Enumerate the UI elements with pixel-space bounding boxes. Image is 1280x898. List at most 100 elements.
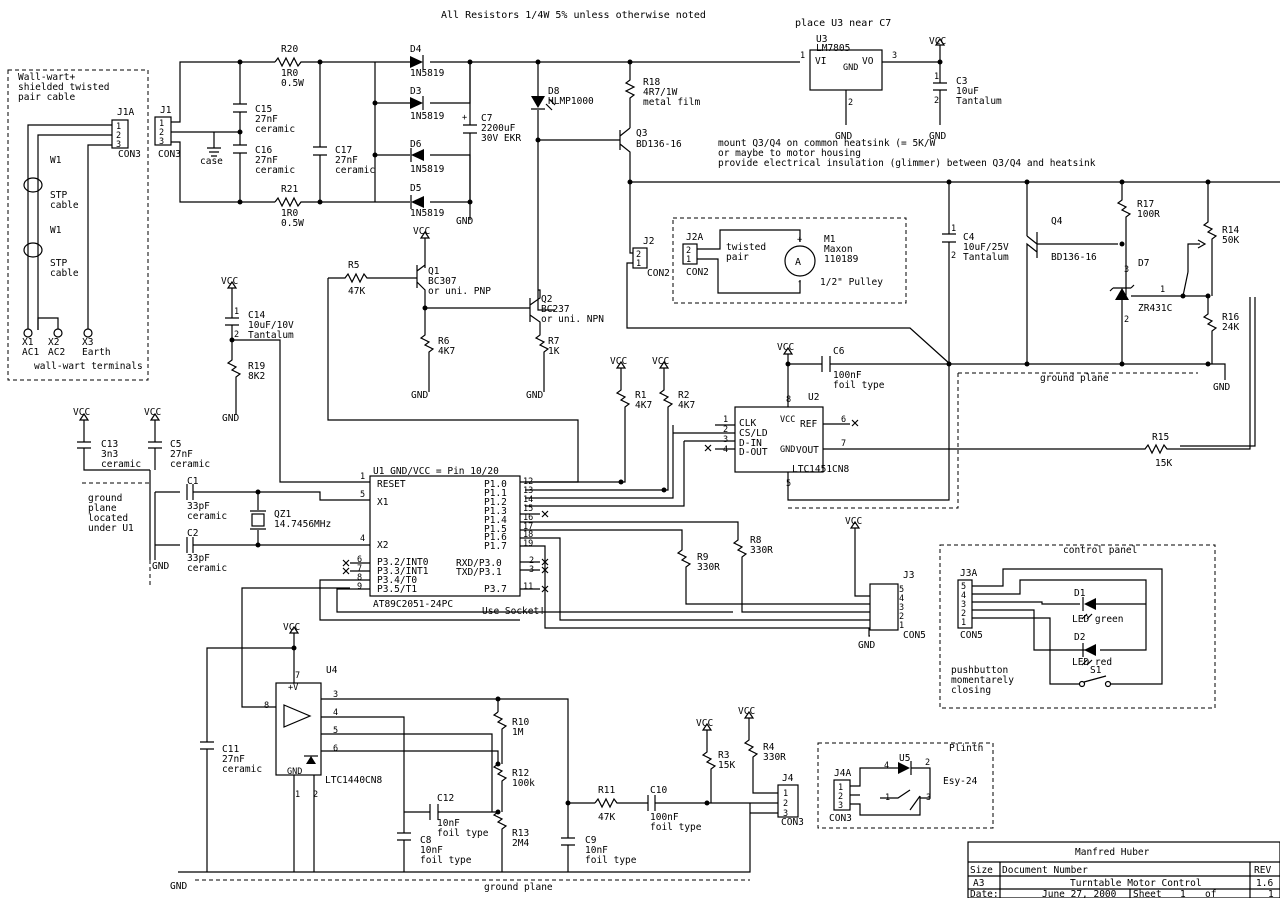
vcc-label-c13: VCC xyxy=(73,407,90,418)
r14-ref: R14 xyxy=(1222,225,1239,236)
gnd-label-r16: GND xyxy=(1213,382,1230,393)
j1a-ref: J1A xyxy=(117,107,134,118)
q1-part: BC307 xyxy=(428,276,457,287)
u1-pin-p16: P1.6 xyxy=(484,532,507,543)
u4-body xyxy=(275,682,322,776)
title-block-frame xyxy=(967,841,1280,898)
svg-text:1: 1 xyxy=(723,415,728,425)
q3-value: BD136-16 xyxy=(636,139,682,150)
c3-ref: C3 xyxy=(956,76,967,87)
j3-ref: J3 xyxy=(903,570,914,581)
r21-value: 1R0 xyxy=(281,208,298,219)
u4-ref: U4 xyxy=(326,665,338,676)
plinth-section: J4 123 CON3 Plinth J4A 123 CON3 U5 Esy-2… xyxy=(777,742,994,829)
j2a-type: CON2 xyxy=(686,267,709,278)
svg-text:1: 1 xyxy=(800,51,805,61)
r19-ref: R19 xyxy=(248,361,265,372)
c5-ref: C5 xyxy=(170,439,181,450)
gnd-label-j3: GND xyxy=(858,640,875,651)
svg-text:17: 17 xyxy=(523,522,533,532)
q3-ref: Q3 xyxy=(636,128,647,139)
d5-value: 1N5819 xyxy=(410,208,445,219)
svg-text:3: 3 xyxy=(116,140,121,150)
d8-ref: D8 xyxy=(548,86,560,97)
j4a-type: CON3 xyxy=(829,813,852,824)
c3-type: Tantalum xyxy=(956,96,1002,107)
r18-type: metal film xyxy=(643,97,700,108)
svg-text:2: 2 xyxy=(529,556,534,566)
svg-text:4: 4 xyxy=(961,591,966,601)
motor-symbol-label: A xyxy=(795,257,801,268)
wallwart-wires xyxy=(27,124,112,330)
u2-vcc: VCC xyxy=(780,415,795,425)
motor-driver-upper: D8 HLMP1000 R18 4R7/1W metal film Q3 BD1… xyxy=(531,59,1280,311)
svg-text:7: 7 xyxy=(295,671,300,681)
c14-ref: C14 xyxy=(248,310,265,321)
ground-plane-label-top: ground plane xyxy=(1040,373,1109,384)
svg-text:1: 1 xyxy=(360,472,365,482)
c14-value: 10uF/10V xyxy=(248,320,294,331)
u3-gnd: GND xyxy=(843,63,858,73)
u1-pin-x2: X2 xyxy=(377,540,388,551)
d2-value: LED red xyxy=(1072,657,1112,668)
d3-value: 1N5819 xyxy=(410,111,445,122)
u4-part: LTC1440CN8 xyxy=(325,775,382,786)
svg-text:2: 2 xyxy=(838,792,843,802)
gnd-label-c3: GND xyxy=(929,131,946,142)
u3-part: LM7805 xyxy=(816,43,850,54)
vcc-label-u4: VCC xyxy=(283,622,300,633)
r10-ref: R10 xyxy=(512,717,529,728)
u5-ref: U5 xyxy=(899,753,910,764)
c16-type: ceramic xyxy=(255,165,295,176)
stp-label-3: STP xyxy=(50,258,67,269)
u1-pin-p33: P3.3/INT1 xyxy=(377,566,429,577)
c1-ref: C1 xyxy=(187,476,199,487)
c6-ref: C6 xyxy=(833,346,845,357)
x3-label: Earth xyxy=(82,347,111,358)
u4-gnd: GND xyxy=(287,767,302,777)
u4-vplus: +V xyxy=(288,683,298,693)
svg-text:7: 7 xyxy=(841,439,846,449)
svg-text:2: 2 xyxy=(925,758,930,768)
q2-ref: Q2 xyxy=(541,294,552,305)
size-label: Size xyxy=(970,865,993,876)
j2-type: CON2 xyxy=(647,268,670,279)
svg-text:1: 1 xyxy=(951,224,956,234)
r15-value: 15K xyxy=(1155,458,1172,469)
c1-type: ceramic xyxy=(187,511,227,522)
qz1-crystal xyxy=(251,513,265,527)
svg-text:3: 3 xyxy=(723,435,728,445)
svg-text:4: 4 xyxy=(333,708,338,718)
c7-rating: 30V EKR xyxy=(481,133,521,144)
u3-placement-note: place U3 near C7 xyxy=(795,18,891,29)
u2-dout: D-OUT xyxy=(739,447,768,458)
sheet-label: Sheet xyxy=(1133,889,1162,898)
svg-text:15: 15 xyxy=(523,504,533,514)
u1-pin-p37: P3.7 xyxy=(484,584,507,595)
j3a-type: CON5 xyxy=(960,630,983,641)
m1-make: Maxon xyxy=(824,244,853,255)
qz1-value: 14.7456MHz xyxy=(274,519,331,530)
j3a-connector xyxy=(957,579,973,629)
r21-ref: R21 xyxy=(281,184,298,195)
gnd-label-bottom: GND xyxy=(170,881,187,892)
stp-label-2: cable xyxy=(50,200,79,211)
u2-cs: CS/LD xyxy=(739,428,768,439)
c8-ref: C8 xyxy=(420,835,432,846)
svg-text:1: 1 xyxy=(934,72,939,82)
svg-text:6: 6 xyxy=(333,744,338,754)
c12-value: 10nF xyxy=(437,818,460,829)
svg-text:2: 2 xyxy=(313,790,318,800)
r1-ref: R1 xyxy=(635,390,647,401)
svg-text:14: 14 xyxy=(523,495,533,505)
r4-value: 330R xyxy=(763,752,786,763)
document-number-label: Document Number xyxy=(1002,865,1088,876)
j2-connector xyxy=(632,247,648,269)
q1-alt: or uni. PNP xyxy=(428,286,491,297)
r3-ref: R3 xyxy=(718,750,729,761)
u2-part: LTC1451CN8 xyxy=(792,464,849,475)
x2-label: AC2 xyxy=(48,347,65,358)
d4-ref: D4 xyxy=(410,44,422,55)
c16-ref: C16 xyxy=(255,145,272,156)
stp-label-4: cable xyxy=(50,268,79,279)
